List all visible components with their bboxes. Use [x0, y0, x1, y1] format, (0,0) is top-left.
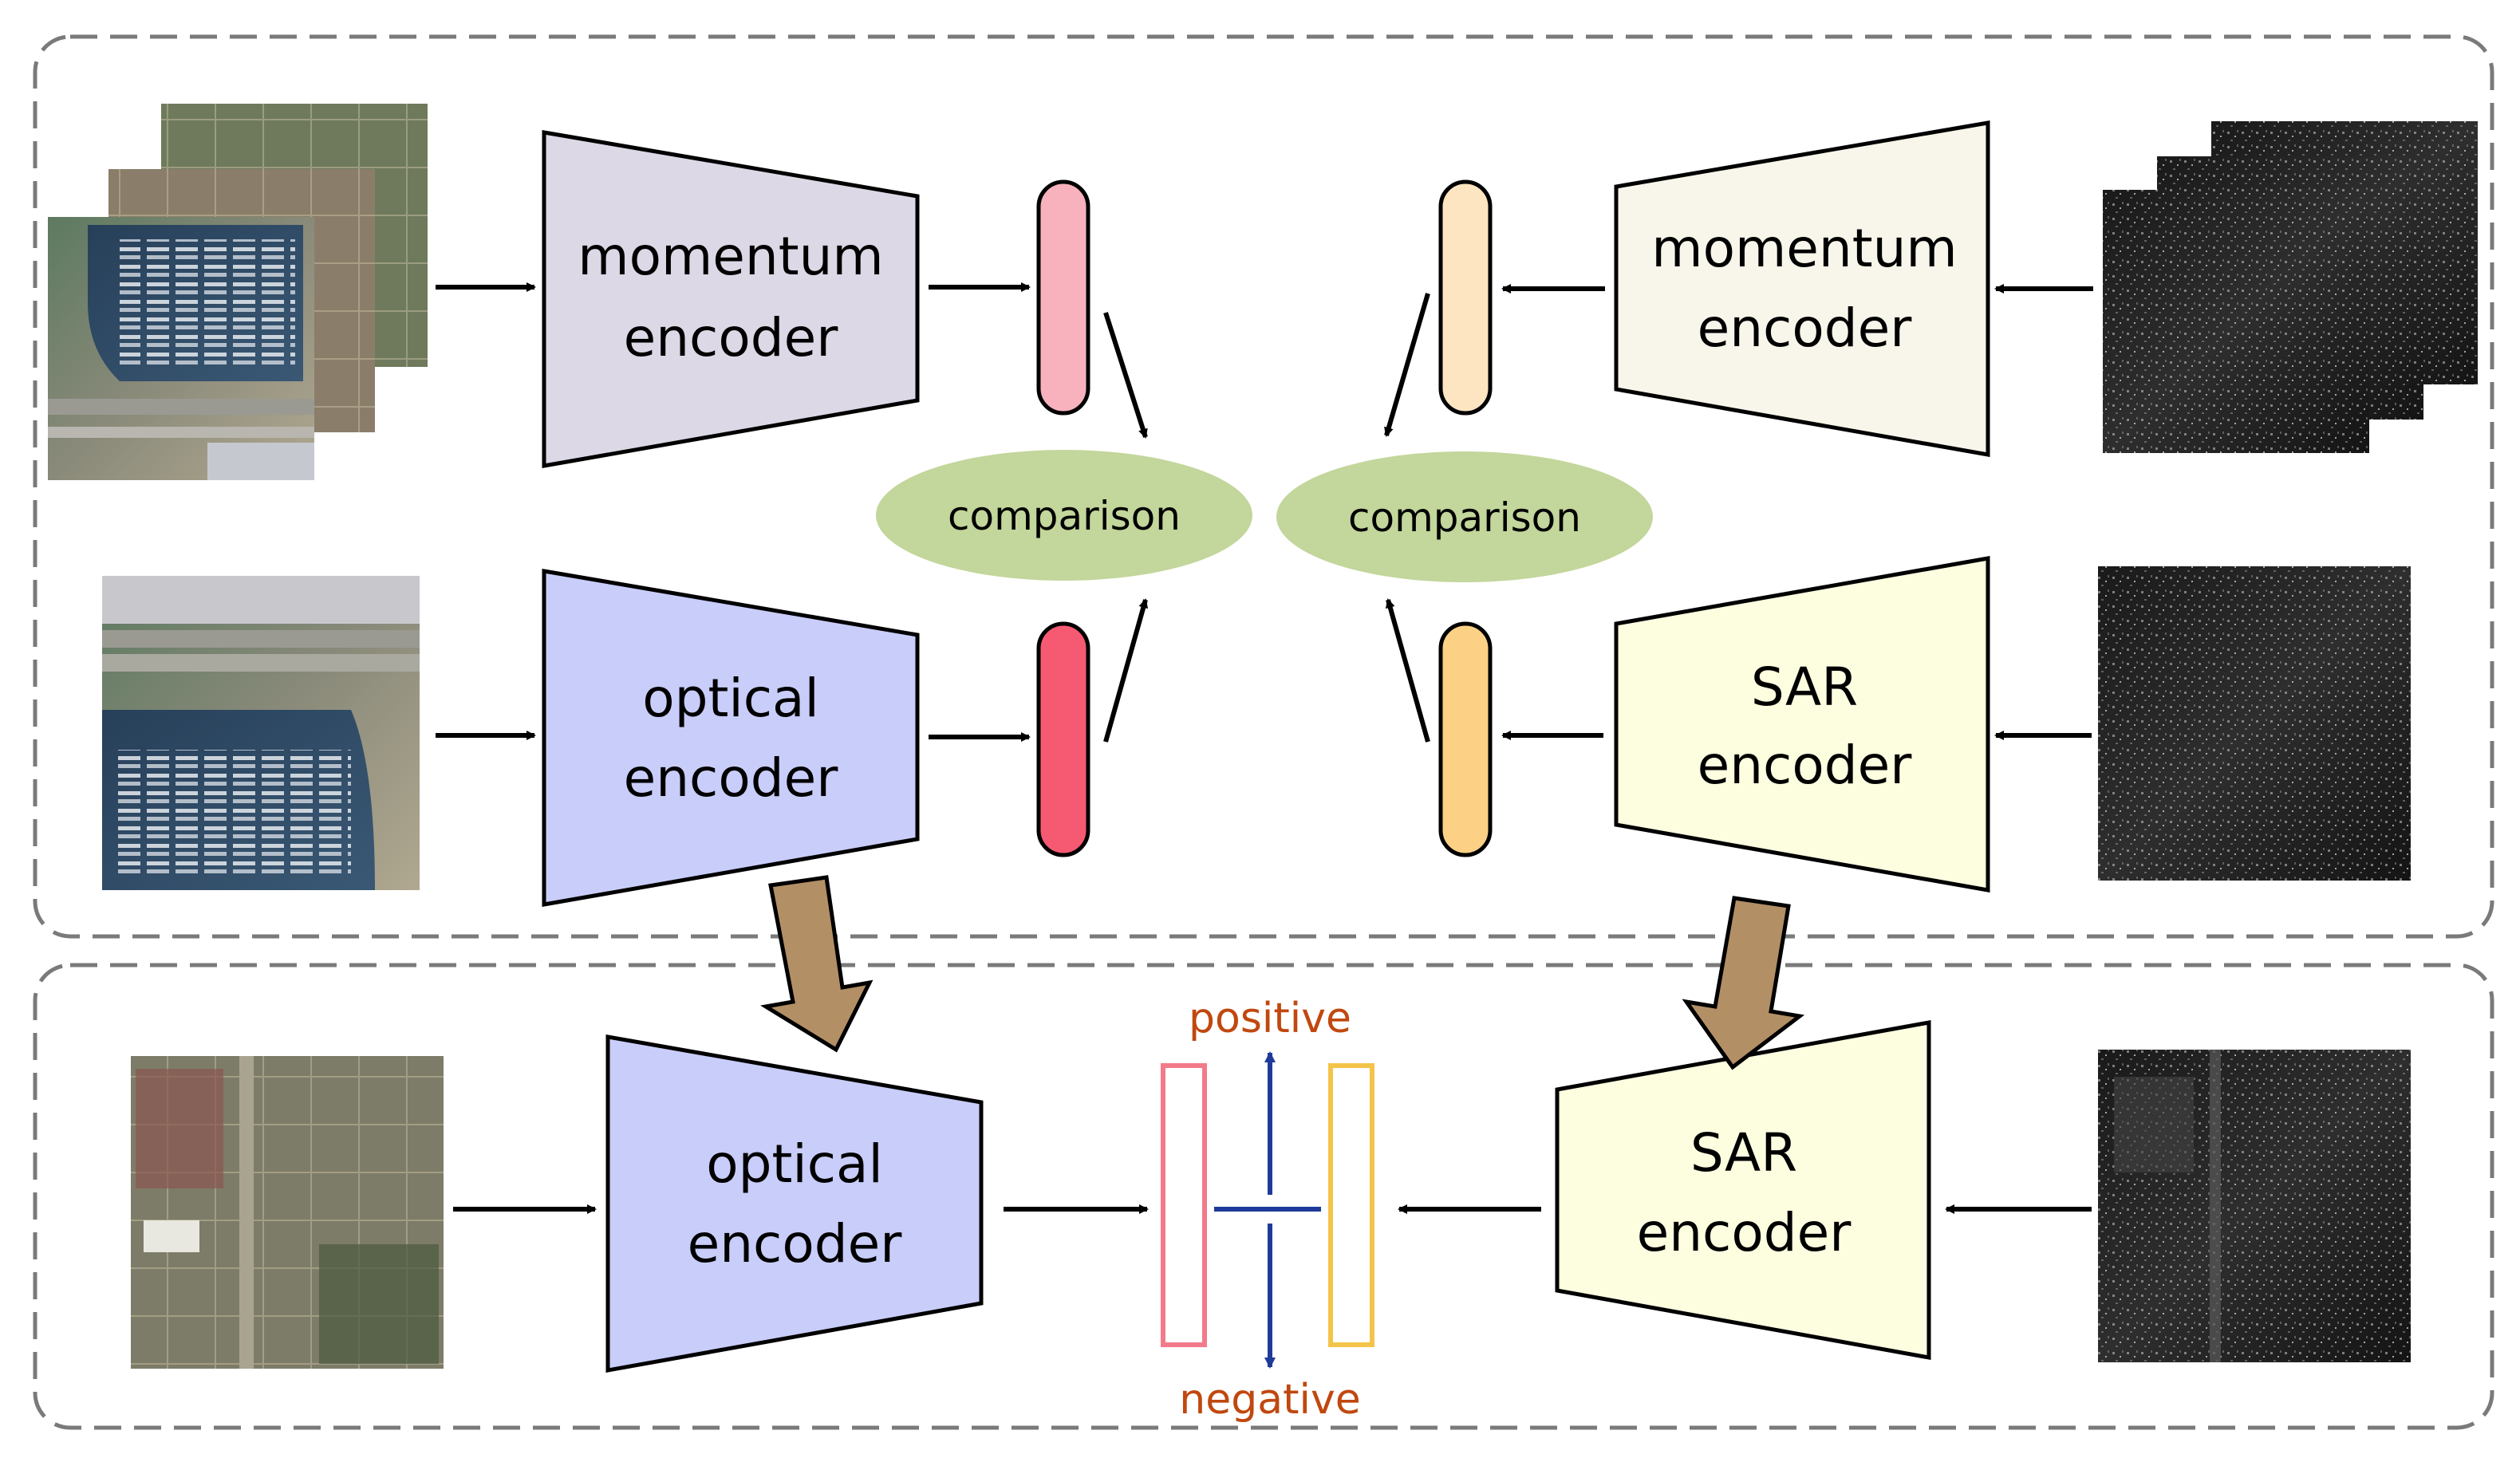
encoder-shape — [542, 569, 920, 907]
encoder-label-line2: encoder — [688, 1213, 903, 1275]
optical-feature — [1036, 621, 1090, 857]
comparison-label: comparison — [948, 493, 1181, 539]
sar-encoder-bottom: SAR encoder — [1555, 1020, 1931, 1360]
encoder-label-line2: encoder — [624, 307, 839, 368]
sar-image-stack — [2103, 121, 2478, 453]
bottom-group-border — [33, 963, 2494, 1430]
comparison-left: comparison — [876, 450, 1252, 581]
encoder-shape — [605, 1034, 984, 1373]
similarity-axis — [1214, 1051, 1321, 1369]
negative-label: negative — [1179, 1376, 1360, 1424]
encoder-label-line1: SAR — [1690, 1122, 1797, 1184]
optical-image-stack — [48, 104, 428, 480]
comparison-ellipse — [1276, 451, 1653, 582]
optical-momentum-encoder: momentum encoder — [542, 130, 920, 468]
arrow — [1103, 598, 1149, 743]
comparison-right: comparison — [1276, 451, 1653, 582]
encoder-label-line1: momentum — [578, 226, 883, 287]
optical-encoder-top: optical encoder — [542, 569, 920, 907]
encoder-shape — [542, 130, 920, 468]
sar-image — [2098, 566, 2411, 881]
encoder-shape — [1555, 1020, 1931, 1360]
encoder-shape — [1614, 556, 1990, 893]
arrow — [1385, 598, 1430, 743]
encoder-label-line1: optical — [706, 1133, 883, 1195]
positive-label: positive — [1189, 995, 1351, 1042]
encoder-label-line1: momentum — [1651, 218, 1957, 279]
optical-momentum-feature — [1036, 179, 1090, 416]
encoder-label-line2: encoder — [1698, 298, 1913, 359]
optical-embedding-bar — [1161, 1063, 1207, 1347]
comparison-label: comparison — [1348, 495, 1581, 541]
sar-momentum-feature — [1438, 179, 1493, 416]
encoder-label-line2: encoder — [1698, 735, 1913, 796]
encoder-shape — [1614, 120, 1990, 457]
comparison-ellipse — [876, 450, 1252, 581]
sar-encoder-top: SAR encoder — [1614, 556, 1990, 893]
sar-image-bottom — [2098, 1050, 2411, 1362]
weight-transfer-arrow-optical — [760, 875, 874, 1053]
sar-embedding-bar — [1328, 1063, 1374, 1347]
arrow — [1103, 312, 1148, 439]
encoder-label-line2: encoder — [1637, 1202, 1852, 1263]
sar-feature — [1438, 621, 1493, 857]
optical-image — [102, 576, 420, 890]
encoder-label-line2: encoder — [624, 747, 839, 809]
arrow — [1384, 293, 1430, 437]
flow-arrows — [436, 282, 2093, 1214]
top-group-border — [33, 34, 2494, 939]
optical-image-bottom — [131, 1056, 444, 1369]
encoder-label-line1: optical — [642, 668, 819, 729]
optical-encoder-bottom: optical encoder — [605, 1034, 984, 1373]
encoder-label-line1: SAR — [1751, 656, 1858, 718]
sar-momentum-encoder: momentum encoder — [1614, 120, 1990, 457]
weight-transfer-arrow-sar — [1682, 896, 1805, 1070]
